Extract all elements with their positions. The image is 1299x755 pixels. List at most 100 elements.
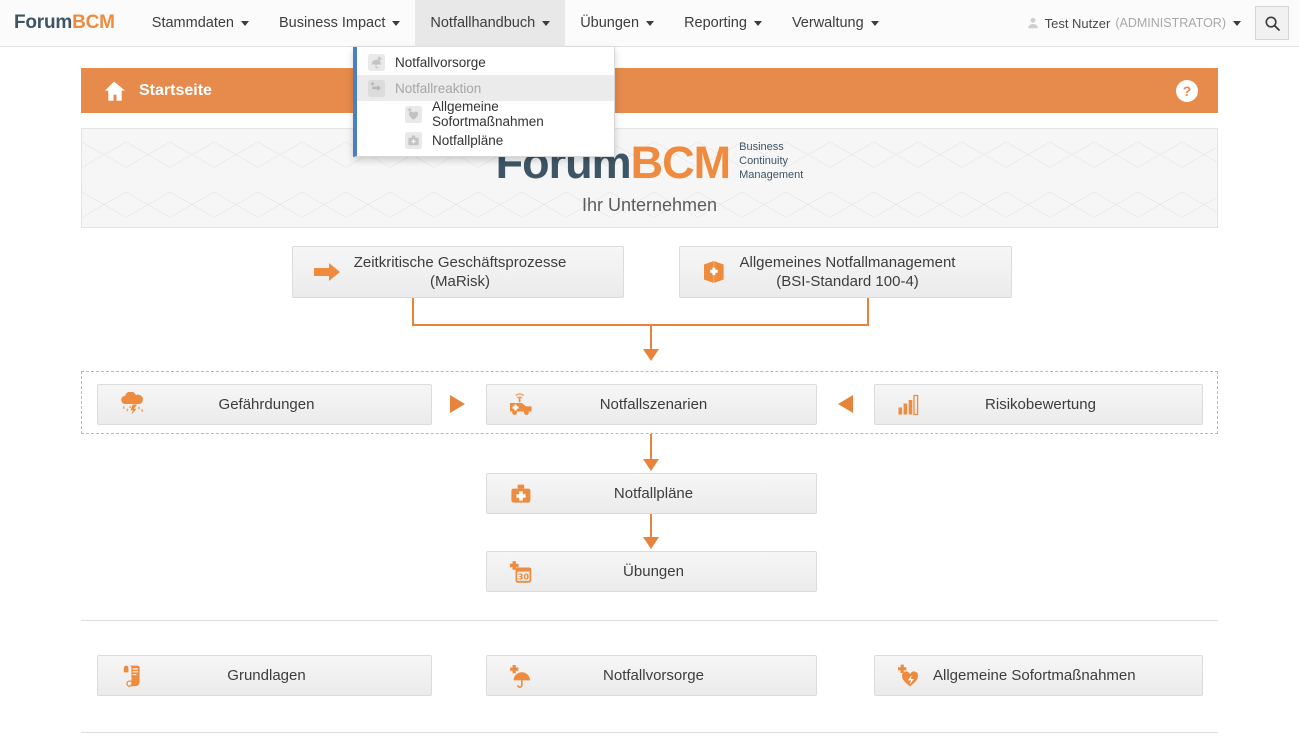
flow-box-label: Notfallpläne (613, 484, 694, 502)
svg-text:30: 30 (518, 571, 530, 581)
banner-tagline-line-2: Continuity (739, 154, 789, 167)
user-name: Test Nutzer (1044, 15, 1111, 31)
flow-box-notfallvorsorge[interactable]: Notfallvorsorge (486, 655, 817, 696)
flow-box-risikobewertung[interactable]: Risikobewertung (874, 384, 1203, 425)
flow-box-grundlagen[interactable]: Grundlagen (97, 655, 432, 696)
flow-box-label-line-1: Allgemeines Notfallmanagement (739, 253, 956, 271)
chevron-down-icon (753, 20, 762, 26)
connector-line-merge-vertical (650, 324, 652, 350)
connector-line-group-to-notfallplaene (650, 434, 652, 460)
flow-box-label: Gefährdungen (218, 395, 315, 413)
notfallhandbuch-dropdown-menu: Notfallvorsorge Notfallreaktion Allgemei… (353, 47, 615, 157)
section-divider-top (81, 620, 1218, 621)
nav-item-label: Stammdaten (151, 15, 234, 31)
flow-box-allgemeine-sofortmassnahmen[interactable]: Allgemeine Sofortmaßnahmen (874, 655, 1203, 696)
nav-items: Stammdaten Business Impact Notfallhandbu… (137, 0, 894, 47)
umbrella-plus-icon (501, 662, 541, 690)
dropdown-item-label: Notfallvorsorge (395, 54, 486, 70)
chevron-down-icon (542, 20, 551, 26)
briefcase-plus-icon (501, 481, 541, 507)
banner-subtitle: Ihr Unternehmen (581, 195, 718, 216)
dropdown-item-notfallplaene[interactable]: Notfallpläne (357, 127, 614, 153)
nav-item-notfallhandbuch[interactable]: Notfallhandbuch (415, 0, 566, 47)
home-icon (102, 80, 126, 102)
flow-box-uebungen[interactable]: 30 Übungen (486, 551, 817, 592)
connector-line-notfallplaene-to-uebungen (650, 514, 652, 538)
banner-tagline-line-1: Business (739, 140, 784, 153)
chevron-down-icon (241, 20, 249, 26)
user-icon (1027, 17, 1039, 29)
dropdown-header-notfallreaktion: Notfallreaktion (357, 75, 614, 101)
navbar-right: Test Nutzer (ADMINISTRATOR) (1027, 6, 1299, 40)
user-role: (ADMINISTRATOR) (1115, 16, 1226, 30)
dropdown-item-label: Allgemeine Sofortmaßnahmen (432, 99, 544, 129)
nav-item-stammdaten[interactable]: Stammdaten (137, 0, 264, 47)
flow-box-notfallplaene[interactable]: Notfallpläne (486, 473, 817, 514)
dropdown-item-allgemeine-sofortmassnahmen[interactable]: Allgemeine Sofortmaßnahmen (357, 99, 614, 129)
connector-arrow-down-to-uebungen (643, 537, 659, 549)
briefcase-plus-icon (404, 131, 423, 150)
bar-chart-icon (889, 392, 929, 418)
nav-item-uebungen[interactable]: Übungen (565, 0, 669, 47)
flow-box-label: Grundlagen (227, 666, 306, 684)
chevron-down-icon (392, 20, 401, 26)
flow-box-label-line-1: Zeitkritische Geschäftsprozesse (353, 253, 567, 271)
arrow-right-icon (307, 261, 347, 283)
brand-logo[interactable]: ForumBCM (14, 12, 115, 34)
storm-cloud-icon (112, 391, 152, 418)
connector-arrow-down-to-notfallplaene (643, 459, 659, 471)
nav-item-label: Reporting (684, 15, 747, 31)
chevron-down-icon (1233, 20, 1241, 26)
banner-tagline: Business Continuity Management (739, 140, 803, 182)
flow-box-label: Allgemeines Notfallmanagement (BSI-Stand… (734, 253, 1011, 292)
flow-box-label-line-2: (BSI-Standard 100-4) (776, 273, 919, 290)
flow-box-zeitkritische-geschaeftsprozesse[interactable]: Zeitkritische Geschäftsprozesse (MaRisk) (292, 246, 624, 298)
nav-item-reporting[interactable]: Reporting (669, 0, 777, 47)
flow-box-label: Übungen (623, 562, 684, 580)
connector-arrow-left (838, 395, 853, 413)
brand-part-2: BCM (72, 12, 115, 33)
umbrella-plus-icon (367, 53, 386, 72)
connector-line-left-vertical (412, 298, 414, 325)
connector-arrow-right (450, 395, 465, 413)
dropdown-item-label: Notfallpläne (432, 132, 504, 148)
banner-logo-part-2: BCM (630, 137, 731, 189)
connector-line-horizontal (412, 324, 869, 326)
flow-box-notfallszenarien[interactable]: Notfallszenarien (486, 384, 817, 425)
book-icon (694, 258, 734, 286)
company-banner: ForumBCM Business Continuity Management … (81, 128, 1218, 228)
chevron-down-icon (870, 20, 879, 26)
connector-line-right-vertical (867, 298, 869, 325)
dropdown-item-notfallvorsorge[interactable]: Notfallvorsorge (357, 49, 614, 75)
dropdown-header-label: Notfallreaktion (395, 80, 482, 96)
flow-box-label: Risikobewertung (985, 395, 1096, 413)
nav-item-label: Verwaltung (791, 15, 864, 31)
nav-item-label: Notfallhandbuch (430, 15, 536, 31)
page-title: Startseite (139, 81, 212, 99)
chevron-down-icon (646, 20, 655, 26)
flow-box-label: Allgemeine Sofortmaßnahmen (933, 666, 1136, 684)
flow-box-allgemeines-notfallmanagement[interactable]: Allgemeines Notfallmanagement (BSI-Stand… (679, 246, 1012, 298)
ambulance-icon (501, 392, 541, 418)
flow-box-gefaehrdungen[interactable]: Gefährdungen (97, 384, 432, 425)
search-button[interactable] (1255, 6, 1289, 40)
nav-item-label: Übungen (580, 15, 640, 31)
flow-group-container (81, 371, 1218, 434)
nav-item-business-impact[interactable]: Business Impact (264, 0, 415, 47)
reaction-arrow-icon (367, 79, 386, 98)
banner-tagline-line-3: Management (739, 169, 804, 182)
connector-arrow-down-to-group (643, 349, 659, 361)
calendar-plus-icon: 30 (501, 558, 541, 586)
flow-box-label: Notfallvorsorge (603, 666, 704, 684)
help-icon[interactable]: ? (1176, 79, 1198, 102)
user-menu[interactable]: Test Nutzer (ADMINISTRATOR) (1027, 16, 1241, 31)
flow-box-label: Zeitkritische Geschäftsprozesse (MaRisk) (347, 253, 623, 292)
brand-part-1: Forum (14, 12, 73, 33)
heart-plus-icon (404, 105, 423, 124)
nav-item-verwaltung[interactable]: Verwaltung (777, 0, 894, 47)
nav-item-label: Business Impact (279, 15, 386, 31)
scroll-icon (112, 663, 152, 689)
section-divider-bottom (81, 732, 1218, 733)
flow-box-label-line-2: (MaRisk) (430, 273, 490, 290)
page-header-bar: Startseite ? (81, 68, 1218, 113)
